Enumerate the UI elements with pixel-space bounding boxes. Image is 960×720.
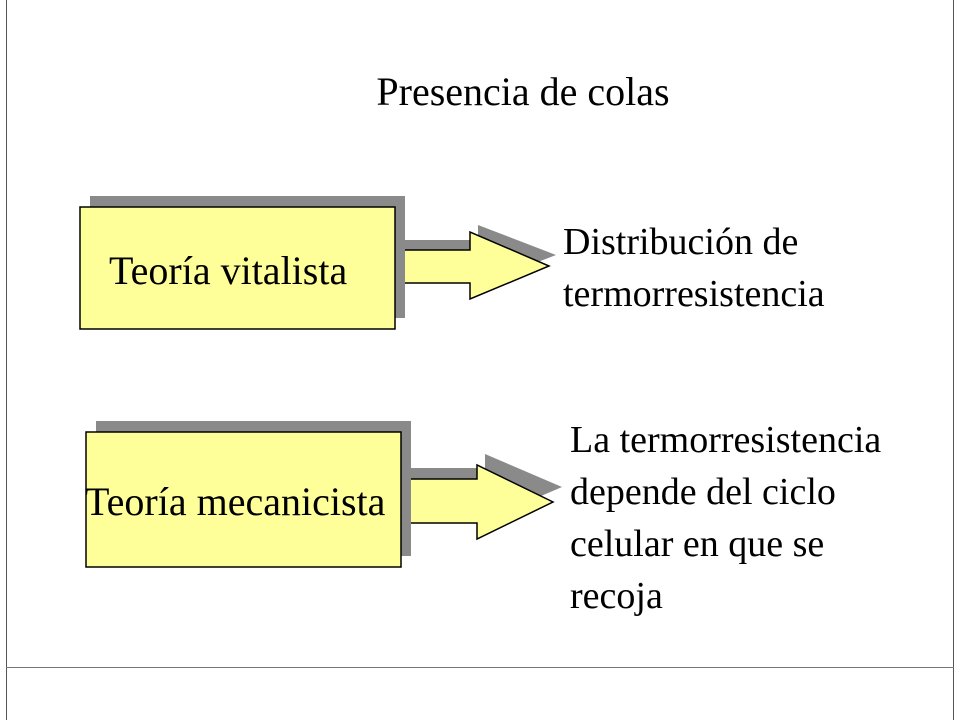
slide-frame-left bbox=[6, 0, 7, 720]
theory-mecanicista-shapes bbox=[85, 421, 562, 568]
theory-label-vitalista: Teoría vitalista bbox=[109, 248, 348, 293]
theory-label-mecanicista: Teoría mecanicista bbox=[85, 479, 386, 524]
result-mecanicista: La termorresistencia depende del ciclo c… bbox=[570, 414, 881, 622]
result-line: depende del ciclo bbox=[570, 471, 836, 513]
result-line: recoja bbox=[570, 575, 663, 617]
result-vitalista: Distribución de termorresistencia bbox=[563, 216, 825, 320]
result-line: termorresistencia bbox=[563, 273, 825, 315]
slide-title: Presencia de colas bbox=[376, 69, 670, 114]
result-line: Distribución de bbox=[563, 221, 799, 263]
footer-divider bbox=[6, 667, 954, 668]
theory-vitalista-shapes bbox=[79, 196, 556, 330]
result-line: celular en que se bbox=[570, 523, 825, 565]
theory-box-2 bbox=[85, 431, 402, 568]
theory-box-1 bbox=[79, 206, 396, 330]
slide-frame-right bbox=[953, 0, 954, 720]
result-line: La termorresistencia bbox=[570, 419, 882, 461]
